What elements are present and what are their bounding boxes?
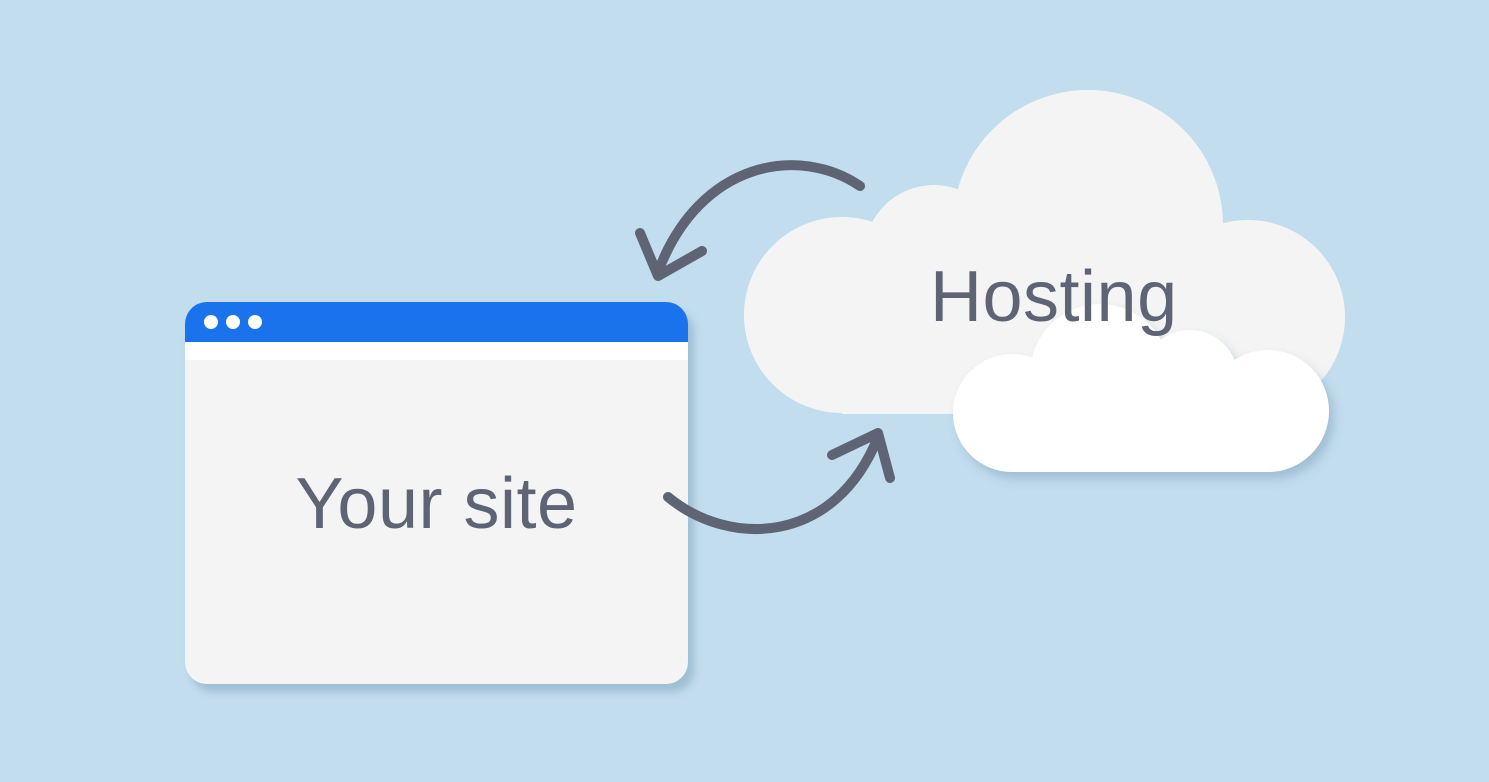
window-dot-icon [248, 315, 262, 329]
browser-window-icon: Your site [185, 302, 688, 684]
window-dot-icon [204, 315, 218, 329]
window-address-bar [185, 342, 688, 360]
window-titlebar [185, 302, 688, 342]
site-label: Your site [295, 464, 578, 544]
hosting-label: Hosting [930, 257, 1178, 337]
window-dot-icon [226, 315, 240, 329]
curved-arrow-icon [663, 428, 895, 534]
front-cloud [953, 304, 1329, 472]
curved-arrow-icon [635, 160, 865, 281]
